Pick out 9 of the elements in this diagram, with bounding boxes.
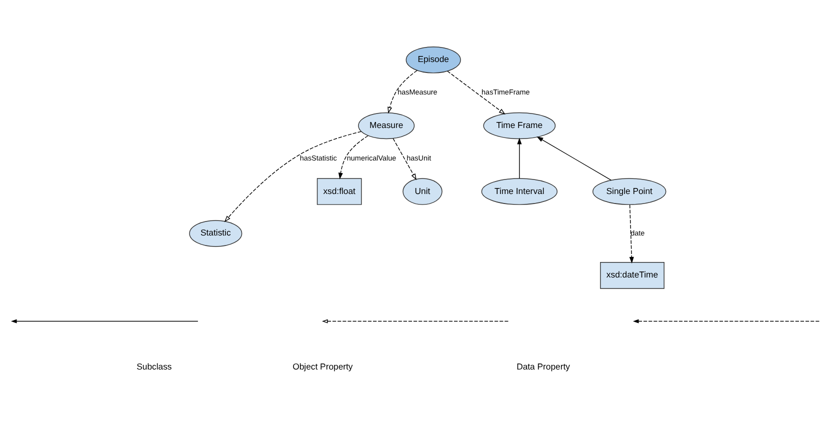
edge-label: date	[630, 228, 645, 237]
edge-label: numericalValue	[346, 152, 396, 162]
legend-label: Data Property	[516, 360, 570, 371]
edge-label: hasTimeFrame	[482, 87, 530, 96]
legend-label: Object Property	[292, 360, 353, 371]
edge-label: hasStatistic	[300, 152, 337, 162]
legend-label: Subclass	[136, 360, 172, 371]
edge-label: hasMeasure	[398, 87, 438, 96]
edge-label: hasUnit	[406, 152, 432, 162]
